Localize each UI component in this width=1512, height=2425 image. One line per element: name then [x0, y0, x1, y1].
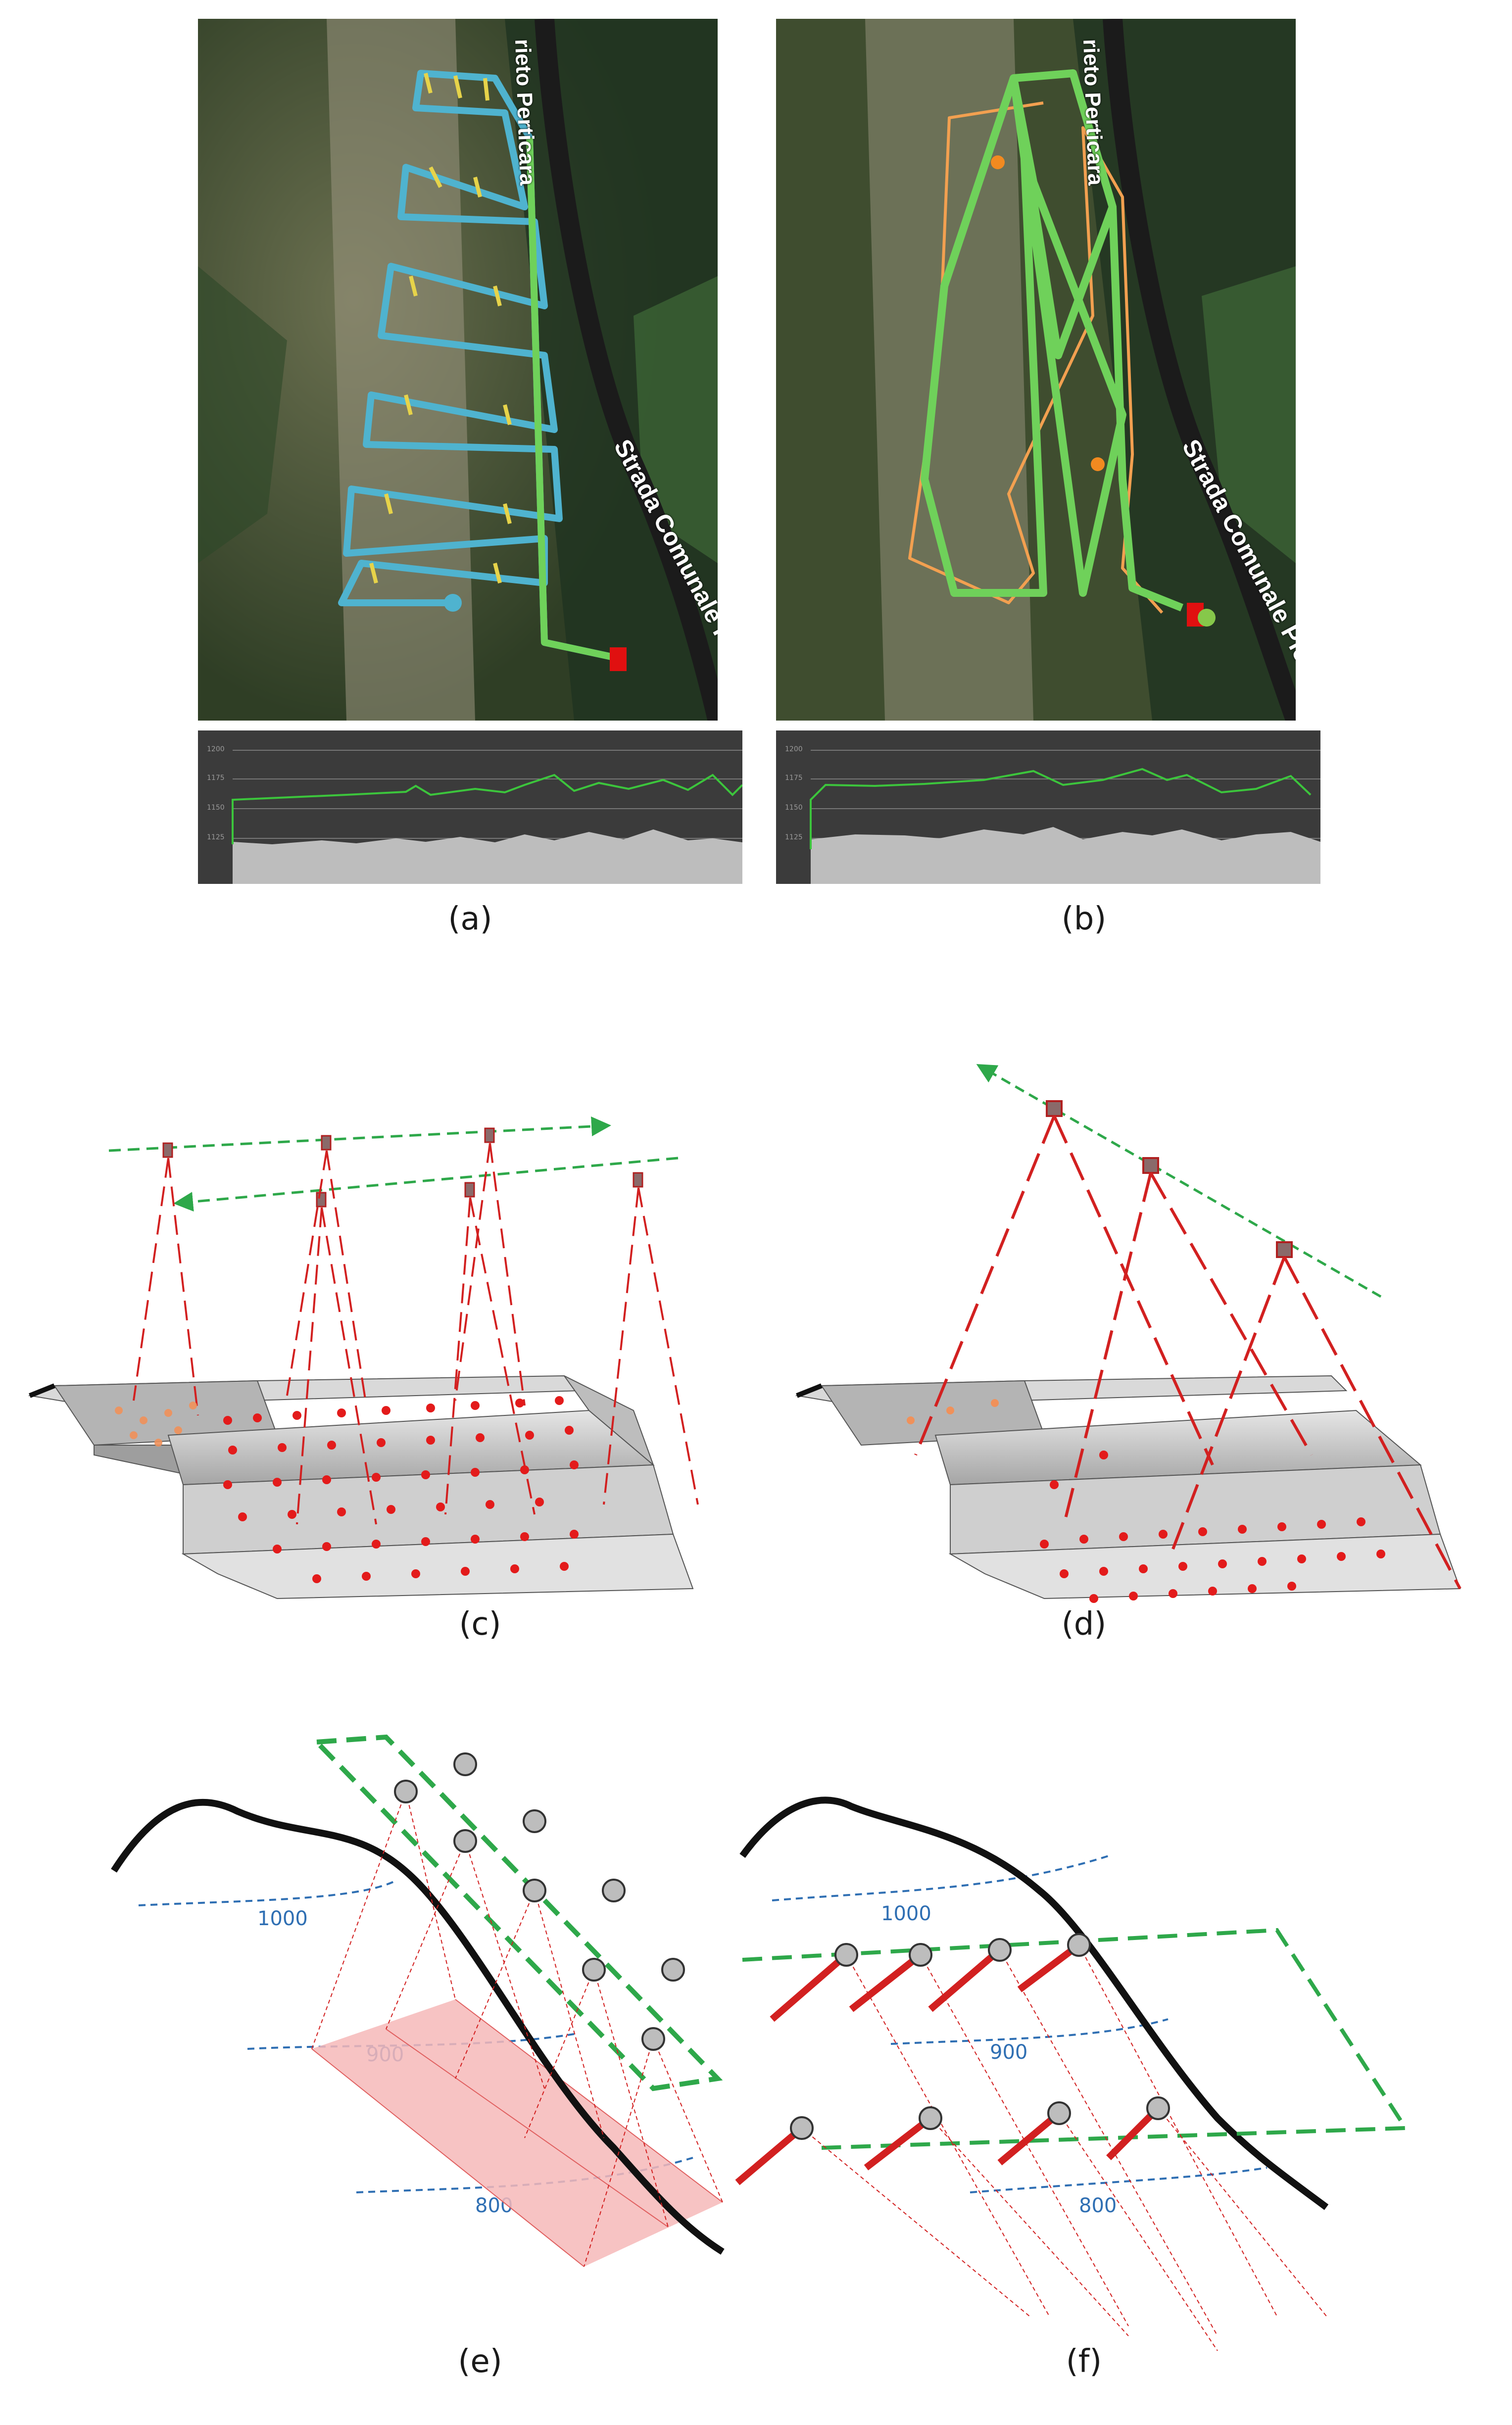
contours-f	[772, 1855, 1268, 2193]
ground-points-c	[223, 1396, 579, 1583]
map-a-imagery	[198, 19, 718, 721]
map-panel-a: rieto Perticara Strada Comunale Pietrape…	[198, 19, 718, 721]
altitude-profile-b: 1200 1175 1150 1125	[776, 730, 1320, 884]
map-panel-b: rieto Perticara Strada Comunale Pietrape…	[776, 19, 1296, 721]
terrain-d	[795, 1375, 1461, 1600]
flight-line-back	[108, 1116, 611, 1152]
caption-c: (c)	[459, 1606, 501, 1643]
camera-icons	[162, 1127, 643, 1208]
flight-line-oblique	[976, 1064, 1382, 1298]
map-b-imagery	[776, 19, 1296, 721]
contour-label-f: 900	[990, 2041, 1027, 2064]
oblique-cameras-f	[735, 1942, 1161, 2185]
flight-line-front	[173, 1157, 679, 1212]
ground-points-d	[1040, 1451, 1385, 1603]
tick-label: 1200	[785, 745, 803, 753]
caption-d: (d)	[1061, 1606, 1107, 1643]
tick-label: 1150	[207, 804, 225, 812]
road	[535, 19, 718, 721]
camera-rays-d	[914, 1115, 1462, 1590]
contour-label-f: 1000	[881, 1902, 931, 1925]
diagram-c	[28, 1116, 699, 1600]
contour-label-e: 1000	[257, 1907, 308, 1930]
road-label-top: rieto Perticara	[510, 39, 540, 186]
flight-path-a	[338, 70, 615, 661]
tick-label: 1175	[207, 774, 225, 782]
tick-label: 1175	[785, 774, 803, 782]
waypoints-f	[790, 1933, 1170, 2140]
tick-label: 1200	[207, 745, 225, 753]
terrain-profile-e	[111, 1798, 725, 2255]
caption-b: (b)	[1061, 901, 1107, 937]
road	[1103, 19, 1296, 721]
waypoints-e	[394, 1752, 685, 2051]
start-marker	[444, 594, 462, 612]
diagram-d	[795, 1064, 1462, 1603]
footprints-e	[311, 1999, 723, 2267]
terrain-c	[28, 1375, 694, 1600]
tick-label: 1125	[785, 833, 803, 841]
diagram-e: 1000 900 800	[111, 1734, 725, 2267]
camera-rays-f	[801, 1944, 1327, 2351]
home-marker	[610, 647, 627, 671]
caption-a: (a)	[448, 901, 492, 937]
flight-plane-e	[311, 1734, 723, 2091]
flight-path-b	[908, 69, 1183, 614]
profile-b-graph	[810, 750, 1320, 884]
caption-e: (e)	[458, 2343, 502, 2380]
diagram-f: 1000 900 800	[735, 1796, 1410, 2351]
terrain-profile-f	[739, 1796, 1329, 2210]
road-label-top: rieto Perticara	[1078, 39, 1108, 186]
caption-f: (f)	[1066, 2343, 1102, 2380]
camera-rays-e	[311, 1791, 723, 2267]
contour-label-f: 800	[1079, 2194, 1117, 2217]
profile-a-graph	[232, 750, 742, 884]
altitude-profile-a: 1200 1175 1150 1125	[198, 730, 742, 884]
camera-rays-c	[133, 1143, 699, 1525]
tick-label: 1125	[207, 833, 225, 841]
tick-label: 1150	[785, 804, 803, 812]
